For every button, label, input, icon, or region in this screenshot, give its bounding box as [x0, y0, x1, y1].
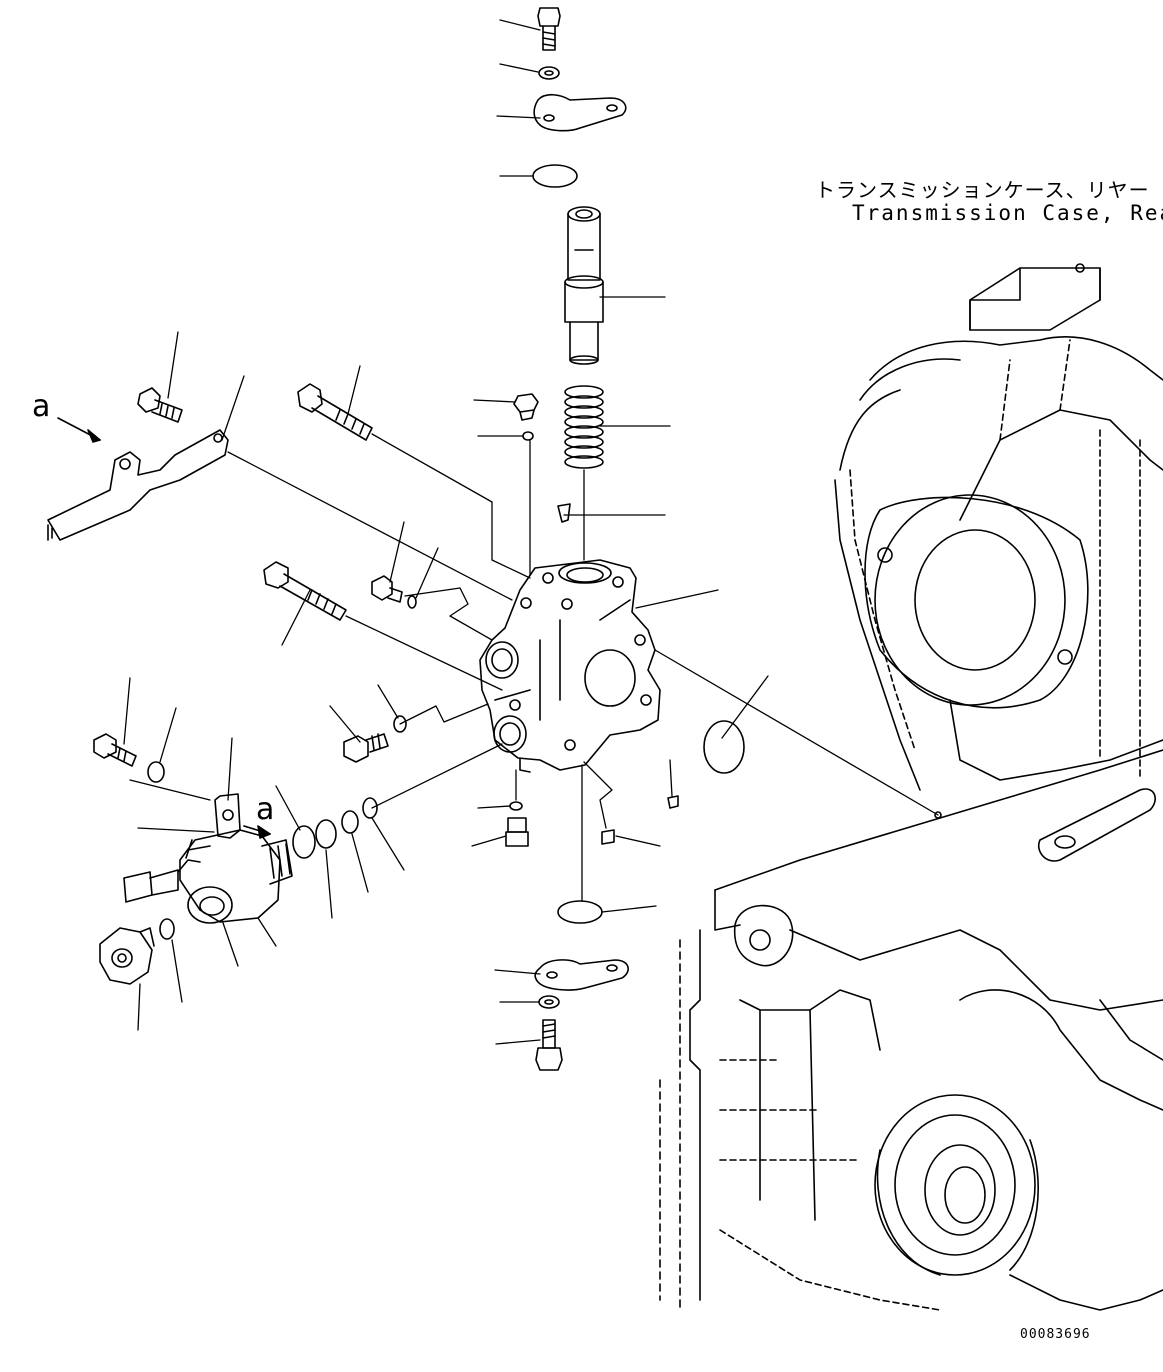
valve-spool	[564, 206, 604, 365]
top-cover-plate	[533, 93, 627, 132]
bracket-lever	[47, 429, 229, 541]
solenoid-nut-o-ring	[159, 918, 175, 940]
check-valve-seat	[557, 503, 571, 523]
solenoid-nut	[99, 927, 155, 985]
long-bolt-upper	[297, 383, 373, 441]
body-o-ring	[703, 720, 745, 774]
solenoid-bolt	[93, 733, 137, 767]
side-plug-right	[601, 829, 615, 845]
small-o-ring-lower	[393, 715, 407, 733]
view-reference-label-upper: a	[32, 389, 51, 424]
long-bolt-lower	[263, 561, 347, 621]
solenoid-o-rings	[292, 797, 378, 859]
lower-orifice	[509, 801, 523, 811]
figure-number: 00083696	[1020, 1327, 1091, 1342]
transmission-case-rear	[659, 263, 1163, 1311]
leader-lines	[123, 19, 939, 1045]
case-name-english: Transmission Case, Rear	[852, 201, 1163, 225]
bottom-washer	[538, 995, 560, 1009]
lower-plug	[505, 817, 529, 847]
valve-spring	[564, 385, 604, 469]
solenoid-valve	[123, 793, 293, 924]
solenoid-washer	[147, 761, 165, 783]
bottom-o-ring	[557, 900, 603, 924]
small-pin	[667, 795, 679, 809]
valve-body	[479, 559, 661, 773]
top-o-ring	[532, 164, 578, 188]
bottom-bolt	[535, 1019, 563, 1071]
case-name-japanese: トランスミッションケース、リヤー	[815, 178, 1150, 202]
view-arrow-a-lower	[243, 825, 271, 839]
view-arrow-a-upper	[57, 417, 101, 443]
lever-bolt	[137, 387, 183, 423]
upper-orifice	[522, 431, 534, 441]
relief-plug-lower	[343, 733, 389, 763]
bottom-cover-plate	[534, 959, 629, 991]
relief-plug-upper	[371, 575, 403, 603]
upper-plug	[513, 393, 539, 421]
top-bolt	[537, 7, 561, 51]
top-washer	[538, 66, 560, 80]
view-reference-label-lower: a	[256, 792, 275, 827]
small-o-ring-upper	[407, 595, 417, 609]
